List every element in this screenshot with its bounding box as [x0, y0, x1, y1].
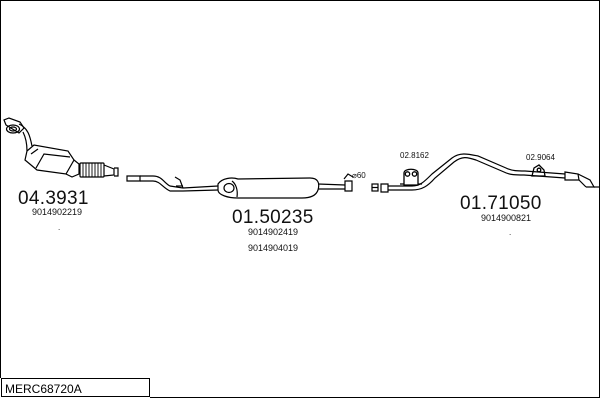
accessory-number-8162: 02.8162: [400, 151, 429, 160]
rear-pipe-part-drawing: [380, 153, 600, 193]
silencer-part-drawing: [126, 173, 354, 199]
pipe-diameter-label: ⌀60: [352, 171, 366, 180]
part-number-rear-pipe: 01.71050: [460, 193, 542, 214]
accessory-number-9064: 02.9064: [526, 153, 555, 162]
part-number-silencer: 01.50235: [232, 207, 314, 228]
diagram-title-box: MERC68720A: [1, 378, 150, 397]
part-number-catalyst: 04.3931: [18, 188, 89, 209]
part-ref-silencer-1: 9014902419: [248, 227, 299, 237]
part-ref-rear-pipe: 9014900821: [481, 213, 532, 223]
diagram-title: MERC68720A: [5, 382, 82, 396]
catalyst-part-drawing: [3, 117, 119, 178]
part-note-catalyst: .: [58, 223, 61, 232]
part-note-rear-pipe: .: [509, 228, 512, 237]
connector-drawing: [371, 183, 379, 192]
part-ref-silencer-2: 9014904019: [248, 243, 299, 253]
hanger-9064-drawing: [531, 164, 546, 177]
hanger-8162-drawing: [400, 168, 422, 186]
part-ref-catalyst: 9014902219: [32, 207, 83, 217]
